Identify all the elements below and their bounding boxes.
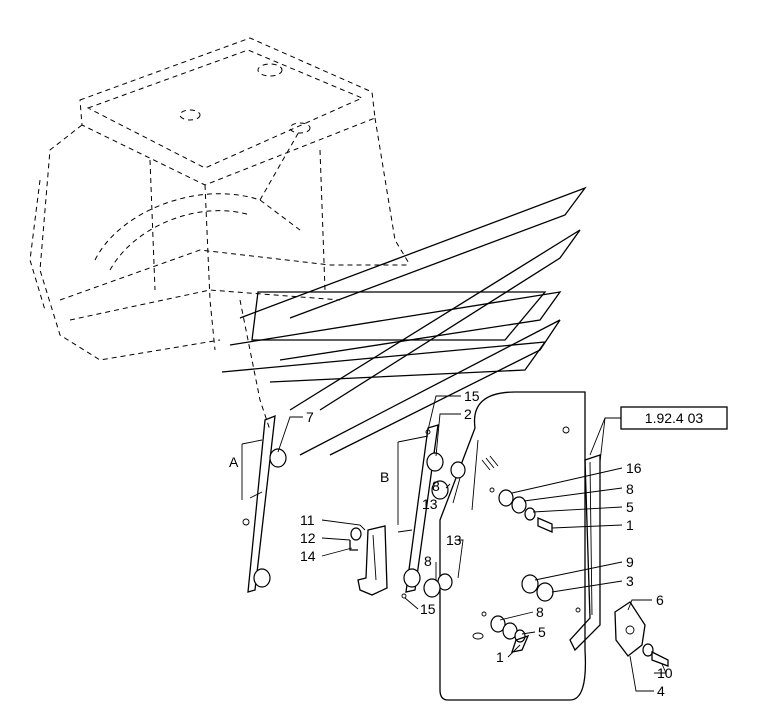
callout-leaders: [277, 395, 667, 692]
callout-13-top: 13: [422, 496, 438, 512]
callout-2: 2: [464, 406, 472, 422]
callout-9: 9: [626, 554, 634, 570]
callout-8-left: 8: [432, 478, 440, 494]
manufacturer-logo: [221, 186, 587, 456]
hinge-b: [397, 424, 444, 599]
spacers-upper: [423, 461, 466, 598]
cab-outline: [29, 37, 411, 431]
seal-strip: [569, 454, 601, 652]
callout-10: 10: [657, 665, 673, 681]
callout-15-top: 15: [464, 388, 480, 404]
hinge-a: [242, 414, 287, 593]
callout-6: 6: [656, 592, 664, 608]
reference-box: 1.92.4 03: [589, 406, 728, 463]
latch-handle: [349, 525, 388, 596]
callout-16: 16: [626, 460, 642, 476]
callout-14: 14: [300, 548, 316, 564]
callout-13-mid: 13: [446, 532, 462, 548]
callout-4: 4: [657, 683, 665, 699]
bracket-assembly: [614, 601, 669, 667]
callout-12: 12: [300, 530, 316, 546]
callout-numbers: 7 15 2 8 13 16 8 5 1 11 12 14 13 8 15 9 …: [300, 388, 673, 699]
reference-number: 1.92.4 03: [645, 410, 704, 426]
callout-3: 3: [626, 573, 634, 589]
section-label-a: A: [229, 454, 239, 470]
window-glass: [439, 391, 587, 701]
callout-1-low: 1: [496, 649, 504, 665]
callout-8-low: 8: [536, 604, 544, 620]
section-label-b: B: [380, 469, 389, 485]
callout-15-bottom: 15: [420, 601, 436, 617]
fasteners-right: [481, 487, 581, 653]
callout-11: 11: [300, 512, 315, 528]
callout-8-right: 8: [626, 481, 634, 497]
callout-8-mid: 8: [424, 553, 432, 569]
callout-5-upper: 5: [626, 499, 634, 515]
callout-7: 7: [306, 409, 314, 425]
callout-1-upper: 1: [626, 517, 634, 533]
callout-5-low: 5: [538, 624, 546, 640]
section-markers: A B: [229, 435, 429, 525]
